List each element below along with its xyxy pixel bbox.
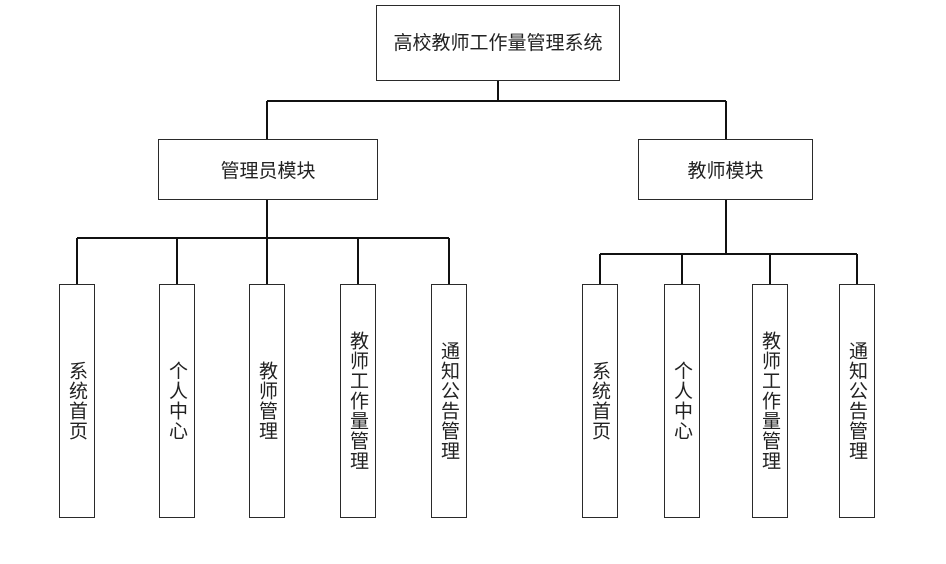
leaf-label: 教师管理 <box>256 361 278 441</box>
teacher-module-node: 教师模块 <box>638 139 813 200</box>
leaf-label: 教师工作量管理 <box>759 331 781 471</box>
admin-leaf-personal-center: 个人中心 <box>159 284 195 518</box>
leaf-label: 通知公告管理 <box>846 341 868 461</box>
leaf-label: 通知公告管理 <box>438 341 460 461</box>
admin-leaf-teacher-management: 教师管理 <box>249 284 285 518</box>
root-node-system-title: 高校教师工作量管理系统 <box>376 5 620 81</box>
leaf-label: 个人中心 <box>166 361 188 441</box>
teacher-module-label: 教师模块 <box>687 160 764 182</box>
root-title-text: 高校教师工作量管理系统 <box>393 32 603 54</box>
leaf-label: 系统首页 <box>66 361 88 441</box>
teacher-leaf-notice-management: 通知公告管理 <box>839 284 875 518</box>
admin-leaf-notice-management: 通知公告管理 <box>431 284 467 518</box>
admin-module-label: 管理员模块 <box>220 160 316 182</box>
leaf-label: 系统首页 <box>589 361 611 441</box>
admin-leaf-system-home: 系统首页 <box>59 284 95 518</box>
teacher-leaf-system-home: 系统首页 <box>582 284 618 518</box>
admin-module-node: 管理员模块 <box>158 139 378 200</box>
admin-leaf-workload-management: 教师工作量管理 <box>340 284 376 518</box>
teacher-leaf-workload-management: 教师工作量管理 <box>752 284 788 518</box>
leaf-label: 个人中心 <box>671 361 693 441</box>
leaf-label: 教师工作量管理 <box>347 331 369 471</box>
teacher-leaf-personal-center: 个人中心 <box>664 284 700 518</box>
